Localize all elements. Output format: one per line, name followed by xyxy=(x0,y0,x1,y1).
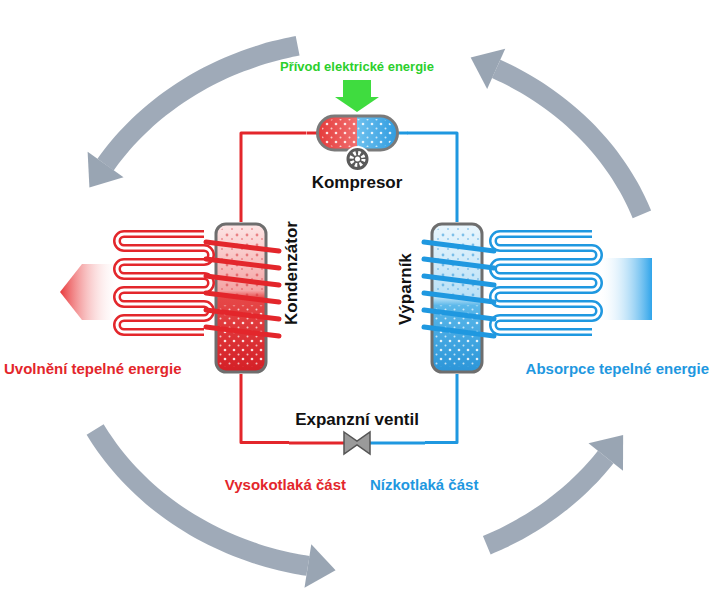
cycle-arrow-head xyxy=(589,435,624,471)
refrigerant-pipe xyxy=(425,374,457,443)
evaporator-coil xyxy=(424,327,494,336)
low-pressure-label: Nízkotlaká část xyxy=(370,476,478,493)
refrigerant-pipe xyxy=(241,133,307,222)
condenser-coil xyxy=(206,259,279,268)
evaporator-serpentine xyxy=(493,234,599,332)
cycle-arrow-head xyxy=(88,152,124,188)
condenser: Kondenzátor xyxy=(214,222,268,374)
condenser-serpentine xyxy=(117,234,211,332)
condenser-serpentine-core xyxy=(117,234,211,332)
condenser-coil xyxy=(206,276,279,285)
condenser-coil xyxy=(206,327,279,336)
power-input-label: Přívod elektrické energie xyxy=(280,60,434,75)
evaporator-serpentine-core xyxy=(493,234,599,332)
refrigerant-pipe xyxy=(408,133,458,222)
cycle-arrow-head xyxy=(471,49,506,89)
cycle-arrow xyxy=(95,429,308,566)
power-arrow-head xyxy=(335,97,379,112)
evaporator-coil xyxy=(424,276,494,285)
condenser-coil xyxy=(206,242,279,251)
compressor-symbol xyxy=(307,113,408,173)
tank-shape xyxy=(214,222,268,374)
heat-in-band xyxy=(598,258,652,320)
evaporator-coil xyxy=(424,242,494,251)
node-label: Expanzní ventil xyxy=(289,410,425,430)
cycle-arrows xyxy=(88,46,642,588)
cycle-arrow xyxy=(106,46,298,165)
condenser-coil xyxy=(206,310,279,319)
heat-absorption-label: Absorpce tepelné energie xyxy=(526,360,709,377)
compressor: Kompresor xyxy=(307,113,408,193)
power-arrow xyxy=(343,80,371,98)
node-label: Výparník xyxy=(396,253,416,325)
high-pressure-label: Vysokotlaká část xyxy=(225,476,346,493)
evaporator-coil xyxy=(424,293,494,302)
cycle-arrow-head xyxy=(305,544,336,587)
cycle-arrow xyxy=(487,457,606,545)
heat-out-arrow xyxy=(60,264,120,320)
node-label: Kompresor xyxy=(307,173,408,193)
node-label: Kondenzátor xyxy=(282,221,302,325)
heat-release-label: Uvolnění tepelné energie xyxy=(4,360,182,377)
cycle-arrow xyxy=(496,69,642,214)
valve-symbol xyxy=(289,430,425,456)
condenser-coil xyxy=(206,293,279,302)
expansion-valve: Expanzní ventil xyxy=(289,410,425,456)
evaporator-coil xyxy=(424,310,494,319)
evaporator: Výparník xyxy=(430,222,484,374)
evaporator-coil xyxy=(424,259,494,268)
tank-shape xyxy=(430,222,484,374)
refrigerant-pipe xyxy=(241,374,289,443)
